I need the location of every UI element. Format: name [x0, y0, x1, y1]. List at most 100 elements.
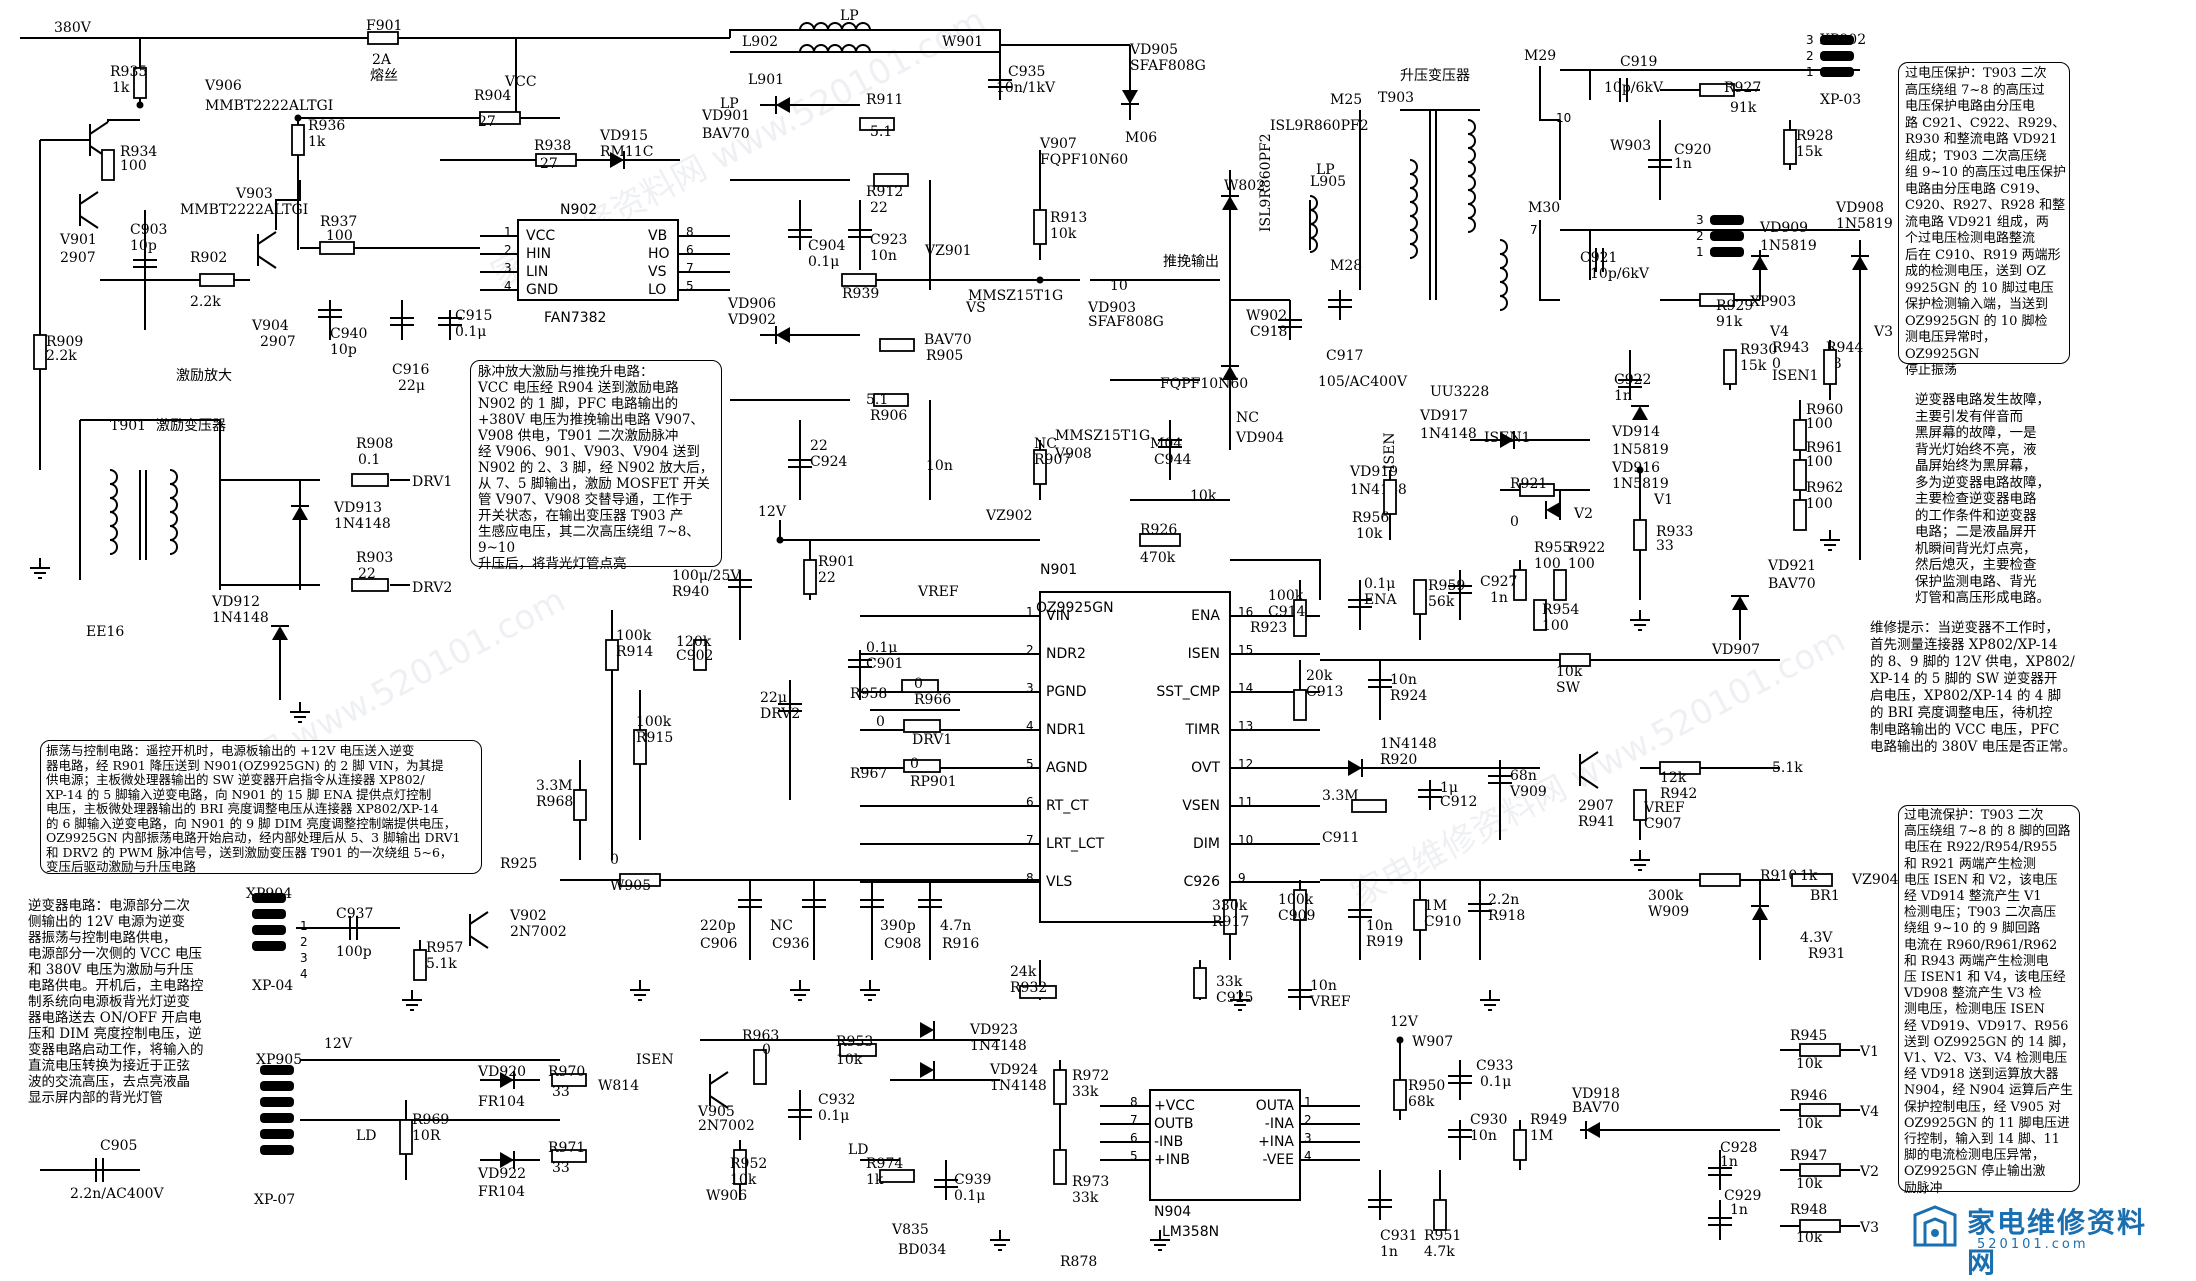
inductor	[799, 44, 871, 53]
label: R911	[866, 92, 903, 108]
label: VD908	[1835, 200, 1884, 216]
label: 10p/6kV	[1604, 80, 1664, 96]
label: VD907	[1711, 642, 1760, 658]
resistor	[1351, 799, 1387, 813]
label: 0.1μ	[954, 1188, 985, 1204]
label: R908	[356, 436, 393, 452]
label: OUTB	[1154, 1116, 1193, 1132]
junction-dot	[136, 101, 144, 109]
label: R953	[836, 1034, 873, 1050]
resistor	[1019, 985, 1057, 999]
label: W901	[942, 34, 983, 50]
label: C923	[870, 232, 907, 248]
label: MMBT2222ALTGI	[205, 98, 333, 114]
ic-pin-label: VCC	[526, 228, 555, 244]
label: R959	[1428, 578, 1465, 594]
label: 1n	[1720, 1154, 1738, 1170]
label: 100	[1806, 496, 1833, 512]
wire	[79, 191, 99, 205]
label: R962	[1806, 480, 1843, 496]
label: SW	[1556, 680, 1581, 696]
label: R923	[1250, 620, 1287, 636]
label: C903	[130, 222, 167, 238]
resistor	[33, 334, 47, 370]
label: LP	[1316, 162, 1335, 178]
label: 1k	[112, 80, 130, 96]
label: 10k	[1356, 526, 1383, 542]
label: VD902	[727, 312, 776, 328]
wire	[257, 231, 277, 245]
label: V904	[251, 318, 289, 334]
diode	[1546, 502, 1560, 518]
label: R904	[474, 88, 511, 104]
label: VS	[965, 300, 986, 316]
label: R919	[1366, 934, 1403, 950]
label: 12k	[1660, 770, 1687, 786]
label: NDR1	[1046, 722, 1086, 738]
ic-pin-label: SST_CMP	[1156, 684, 1220, 700]
label: +VCC	[1154, 1098, 1195, 1114]
resistor	[1699, 83, 1735, 97]
label: R949	[1530, 1112, 1567, 1128]
label: 3.3M	[536, 778, 573, 794]
label: R931	[1808, 946, 1845, 962]
resistor	[573, 789, 587, 821]
label: C912	[1440, 794, 1477, 810]
resistor	[1659, 761, 1701, 775]
resistor	[1559, 653, 1591, 667]
label: L905	[1310, 174, 1346, 190]
pin-number: 1	[1806, 65, 1814, 79]
label: 33	[552, 1084, 570, 1100]
label: 2.2k	[46, 348, 77, 364]
label: L902	[742, 34, 778, 50]
label: R929	[1716, 298, 1753, 314]
label: R925	[500, 856, 537, 872]
label: V902	[509, 908, 547, 924]
pin-number: 8	[1026, 871, 1034, 885]
label: 3.3M	[1322, 788, 1359, 804]
label: 1n	[1490, 590, 1508, 606]
ic-pin-label: ISEN	[1188, 646, 1220, 662]
label: R967	[850, 766, 887, 782]
junction-dot	[1636, 466, 1644, 474]
label: R957	[426, 940, 463, 956]
inductor	[1309, 195, 1318, 253]
diode	[1222, 196, 1238, 210]
label: R943	[1772, 340, 1809, 356]
label: PGND	[1046, 684, 1087, 700]
resistor	[1223, 899, 1237, 935]
label: M25	[1330, 92, 1362, 108]
junction-dot	[1036, 276, 1044, 284]
label: R941	[1578, 814, 1615, 830]
label: R928	[1796, 128, 1833, 144]
label: 10p	[130, 238, 157, 254]
label: 33k	[1072, 1190, 1099, 1206]
label: T903	[1378, 90, 1414, 106]
label: C920	[1674, 142, 1711, 158]
resistor	[1033, 449, 1047, 485]
label: 27	[478, 114, 496, 130]
resistor	[1413, 579, 1427, 615]
logo-icon	[1911, 1205, 1959, 1251]
label: R974	[866, 1156, 903, 1172]
label: ISEN1	[1772, 368, 1819, 384]
label: 1N4148	[990, 1078, 1047, 1094]
resistor	[351, 473, 389, 487]
label: 1M	[1530, 1128, 1553, 1144]
note-ocp-box	[1898, 805, 2080, 1192]
resistor	[551, 1073, 587, 1087]
resistor	[841, 273, 877, 287]
label: C919	[1620, 54, 1657, 70]
label: 2907	[260, 334, 296, 350]
pin-number: 4	[300, 967, 308, 981]
label: 33	[1656, 538, 1674, 554]
resistor	[1799, 1103, 1841, 1117]
label: R927	[1724, 80, 1761, 96]
label: VREF	[1643, 800, 1685, 816]
diode	[272, 626, 288, 640]
label: V3	[1873, 324, 1893, 340]
label: R955	[1534, 540, 1571, 556]
resistor	[1053, 1149, 1067, 1185]
label: M29	[1524, 48, 1556, 64]
pin-number: 9	[1238, 871, 1246, 885]
